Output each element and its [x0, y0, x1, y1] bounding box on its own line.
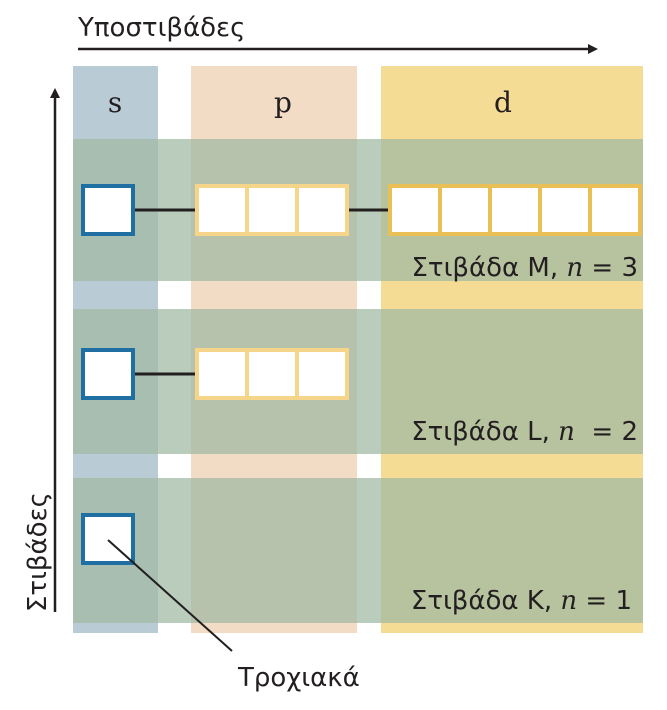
orbital-2p-1	[195, 348, 249, 400]
orbital-3d-4	[538, 184, 592, 236]
orbital-3d-3	[488, 184, 542, 236]
shell-k-label: Στιβάδα K, n = 1	[411, 586, 632, 616]
callout-label: Τροχιακά	[237, 663, 360, 693]
orbital-3d-1	[388, 184, 442, 236]
orbitals-3p	[195, 184, 349, 236]
orbitals-3d	[388, 184, 642, 236]
shell-m-label: Στιβάδα M, n = 3	[412, 253, 639, 283]
x-axis-label: Υποστιβάδες	[77, 13, 245, 43]
d-column-label: d	[494, 86, 512, 119]
p-column-label: p	[274, 86, 292, 119]
callout-leader-line	[107, 539, 233, 652]
shell-band-k	[73, 478, 643, 623]
orbital-2p-3	[295, 348, 349, 400]
orbital-3s	[81, 184, 135, 236]
orbital-2s	[81, 348, 135, 400]
orbital-3p-1	[195, 184, 249, 236]
orbital-3p-3	[295, 184, 349, 236]
orbital-3p-2	[245, 184, 299, 236]
orbital-connectors	[135, 208, 390, 376]
y-axis-label: Στιβάδες	[23, 492, 53, 612]
shell-band-l	[73, 309, 643, 454]
shell-bands	[73, 139, 643, 623]
orbital-3d-2	[438, 184, 492, 236]
orbital-2p-2	[245, 348, 299, 400]
shell-l-label: Στιβάδα L, n = 2	[411, 417, 638, 447]
orbitals-2p	[195, 348, 349, 400]
s-column-label: s	[108, 86, 122, 119]
orbital-3d-5	[588, 184, 642, 236]
shell-m-orbitals	[81, 184, 642, 236]
shell-l-orbitals	[81, 348, 349, 400]
